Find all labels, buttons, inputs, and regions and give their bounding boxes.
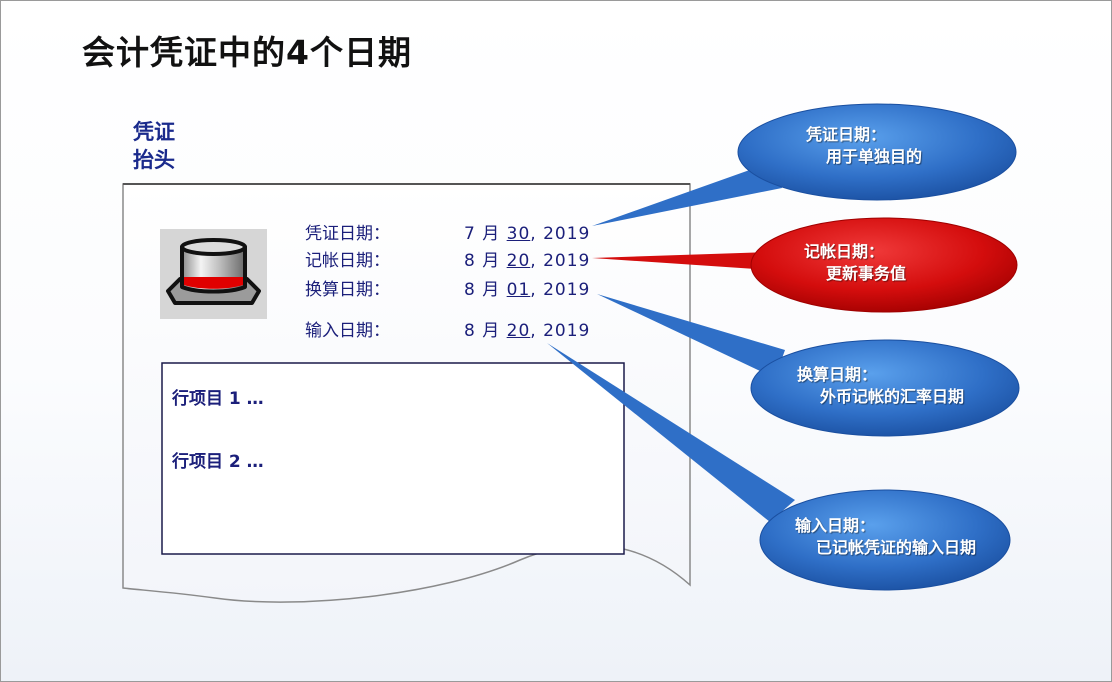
callout-translation-date-title: 换算日期： xyxy=(797,365,878,384)
voucher-header-label-line1: 凭证 xyxy=(133,120,175,144)
callout-bubble-entry-date xyxy=(759,489,1011,591)
line-item-2: 行项目 2 … xyxy=(172,452,264,472)
pointer-voucher-date xyxy=(592,162,782,226)
field-value-translation-date: 8 月 01, 2019 xyxy=(464,280,591,300)
callout-bubble-posting-date xyxy=(750,217,1018,313)
pointer-posting-date xyxy=(592,252,770,270)
callout-voucher-date-title: 凭证日期： xyxy=(806,125,887,144)
field-label-posting-date: 记帐日期： xyxy=(305,251,390,271)
callout-posting-date-desc: 更新事务值 xyxy=(826,264,907,283)
callout-posting-date-title: 记帐日期： xyxy=(804,242,885,261)
field-label-translation-date: 换算日期： xyxy=(305,280,390,300)
pointer-translation-date xyxy=(597,294,785,378)
field-value-voucher-date: 7 月 30, 2019 xyxy=(464,224,591,244)
callout-bubble-translation-date xyxy=(750,339,1020,437)
field-label-entry-date: 输入日期： xyxy=(305,321,390,341)
pointer-entry-date xyxy=(547,343,795,522)
callout-entry-date-title: 输入日期： xyxy=(795,516,876,535)
field-label-voucher-date: 凭证日期： xyxy=(305,224,390,244)
voucher-header-label-line2: 抬头 xyxy=(133,148,175,172)
callout-entry-date-desc: 已记帐凭证的输入日期 xyxy=(816,538,977,557)
line-item-1: 行项目 1 … xyxy=(172,389,264,409)
field-value-entry-date: 8 月 20, 2019 xyxy=(464,321,591,341)
callout-voucher-date-desc: 用于单独目的 xyxy=(826,147,923,166)
page-title: 会计凭证中的4个日期 xyxy=(82,33,412,72)
hat-icon xyxy=(160,229,267,319)
field-value-posting-date: 8 月 20, 2019 xyxy=(464,251,591,271)
line-items-box xyxy=(161,362,625,555)
callout-bubble-voucher-date xyxy=(737,103,1017,201)
callout-translation-date-desc: 外币记帐的汇率日期 xyxy=(820,387,965,406)
